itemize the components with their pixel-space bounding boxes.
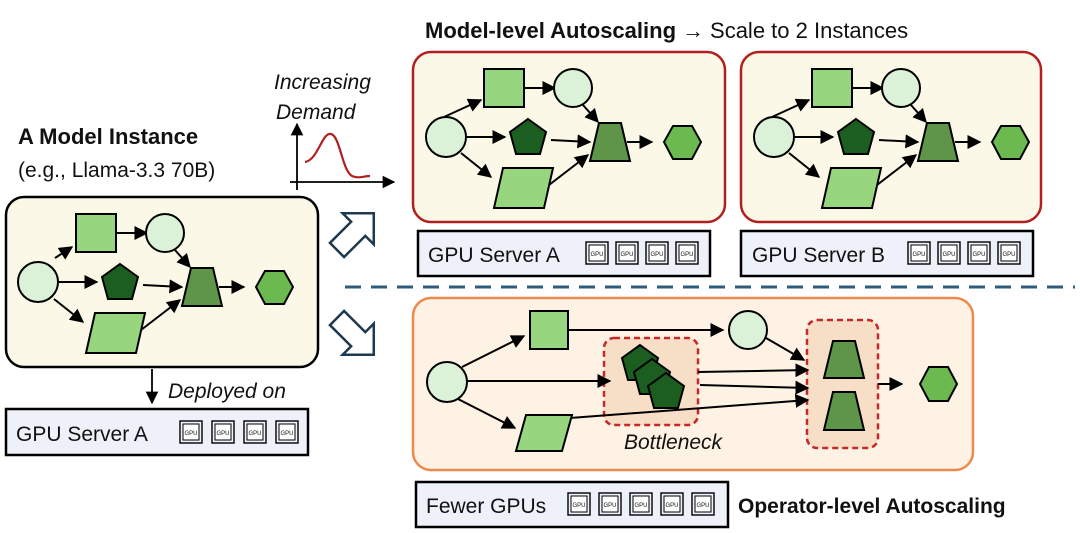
- model-instance-subtitle: (e.g., Llama-3.3 70B): [18, 159, 215, 182]
- input-circle-node: [17, 261, 59, 303]
- gpu-chip-icon: GPU: [243, 420, 267, 444]
- gpu-chip-icon: GPU: [598, 492, 622, 516]
- model-level-heading-rest: Scale to 2 Instances: [710, 18, 908, 43]
- gpu-chips-b-top: GPU GPU GPU GPU: [907, 241, 1021, 265]
- scale-up-arrow-icon: [328, 211, 376, 259]
- demand-label-line1: Increasing: [274, 71, 371, 94]
- deployed-on-label: Deployed on: [168, 380, 286, 403]
- operator-level-title: Operator-level Autoscaling: [738, 495, 1006, 518]
- circle-node: [145, 213, 185, 253]
- svg-text:GPU: GPU: [972, 252, 985, 258]
- trapezoid-node: [180, 267, 224, 307]
- gpu-chip-icon: GPU: [907, 241, 931, 265]
- svg-text:GPU: GPU: [650, 252, 663, 258]
- gpu-chip-icon: GPU: [660, 492, 684, 516]
- demand-plot: [290, 122, 396, 190]
- model-instance-graph: [17, 213, 295, 354]
- model-instance-a: [411, 50, 727, 224]
- svg-text:GPU: GPU: [620, 252, 633, 258]
- gpu-chips-left: GPU GPU GPU GPU: [179, 420, 299, 444]
- svg-text:GPU: GPU: [590, 252, 603, 258]
- gpu-chip-icon: GPU: [567, 492, 591, 516]
- svg-text:GPU: GPU: [680, 252, 693, 258]
- scale-down-arrow-icon: [328, 309, 376, 357]
- gpu-chips-a-top: GPU GPU GPU GPU: [585, 241, 699, 265]
- svg-text:GPU: GPU: [665, 503, 678, 509]
- demand-label-line2: Demand: [276, 101, 357, 124]
- hexagon-node: [254, 270, 295, 305]
- fewer-gpus-label: Fewer GPUs: [426, 495, 546, 518]
- gpu-chip-icon: GPU: [997, 241, 1021, 265]
- svg-text:GPU: GPU: [280, 431, 293, 437]
- parallelogram-node: [84, 312, 147, 354]
- gpu-chip-icon: GPU: [967, 241, 991, 265]
- square-node: [75, 213, 117, 253]
- svg-text:GPU: GPU: [603, 503, 616, 509]
- gpu-server-left-label: GPU Server A: [16, 423, 148, 446]
- gpu-chip-icon: GPU: [615, 241, 639, 265]
- gpu-chip-icon: GPU: [275, 420, 299, 444]
- gpu-chip-icon: GPU: [645, 241, 669, 265]
- model-level-heading-bold: Model-level Autoscaling: [425, 18, 676, 43]
- gpu-chip-icon: GPU: [937, 241, 961, 265]
- gpu-server-a-top-label: GPU Server A: [428, 244, 560, 267]
- right-arrow-glyph: →: [682, 18, 704, 43]
- svg-text:GPU: GPU: [184, 431, 197, 437]
- model-level-heading: Model-level Autoscaling→Scale to 2 Insta…: [425, 18, 908, 43]
- gpu-chips-fewer: GPU GPU GPU GPU GPU: [567, 492, 715, 516]
- svg-text:GPU: GPU: [1002, 252, 1015, 258]
- svg-text:GPU: GPU: [634, 503, 647, 509]
- svg-text:GPU: GPU: [696, 503, 709, 509]
- gpu-chip-icon: GPU: [211, 420, 235, 444]
- model-instance-title: A Model Instance: [18, 124, 198, 149]
- svg-text:GPU: GPU: [248, 431, 261, 437]
- gpu-chip-icon: GPU: [691, 492, 715, 516]
- demand-curve: [304, 132, 371, 179]
- svg-text:GPU: GPU: [572, 503, 585, 509]
- gpu-chip-icon: GPU: [675, 241, 699, 265]
- operator-level-graph: [426, 310, 959, 452]
- svg-text:GPU: GPU: [216, 431, 229, 437]
- gpu-chip-icon: GPU: [629, 492, 653, 516]
- gpu-chip-icon: GPU: [179, 420, 203, 444]
- gpu-server-b-top-label: GPU Server B: [752, 244, 885, 267]
- svg-text:GPU: GPU: [942, 252, 955, 258]
- model-instance-b: [739, 50, 1043, 224]
- svg-text:GPU: GPU: [912, 252, 925, 258]
- pentagon-node: [100, 262, 140, 300]
- bottleneck-label: Bottleneck: [624, 431, 724, 454]
- gpu-chip-icon: GPU: [585, 241, 609, 265]
